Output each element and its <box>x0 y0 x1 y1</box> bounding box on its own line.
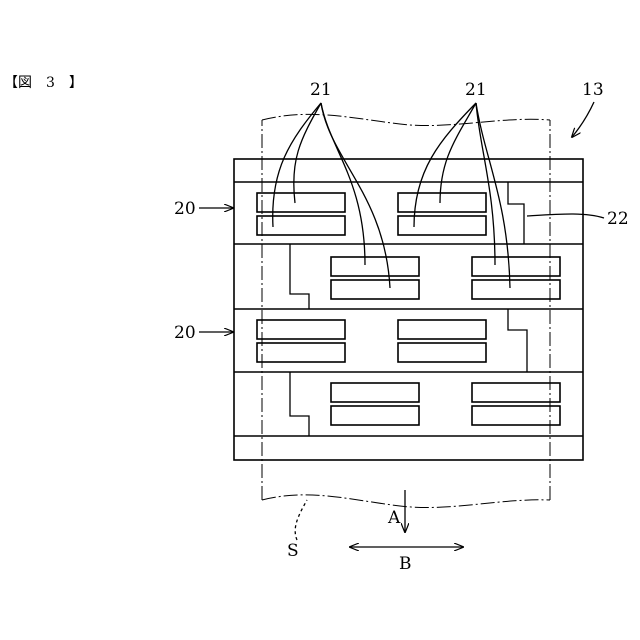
ref-B: B <box>399 554 412 574</box>
pad-group-row4 <box>331 383 560 425</box>
ref-20-top: 20 <box>174 199 196 219</box>
pad-group-row3 <box>257 320 486 362</box>
leader-S <box>295 500 307 540</box>
ref-S: S <box>287 541 299 561</box>
ref-A: A <box>387 508 401 528</box>
ref-21-left: 21 <box>310 80 332 100</box>
figure-caption: 【図 3 】 <box>4 75 83 91</box>
leader-lines-21-right <box>414 103 510 288</box>
leader-22 <box>527 214 604 218</box>
substrate-outline <box>262 114 550 507</box>
ref-21-right: 21 <box>465 80 487 100</box>
pad-group-row1 <box>257 193 486 235</box>
row-dividers <box>234 182 583 436</box>
arrow-13 <box>572 102 594 137</box>
ref-22: 22 <box>607 209 629 229</box>
ref-20-bottom: 20 <box>174 323 196 343</box>
ref-13: 13 <box>582 80 604 100</box>
